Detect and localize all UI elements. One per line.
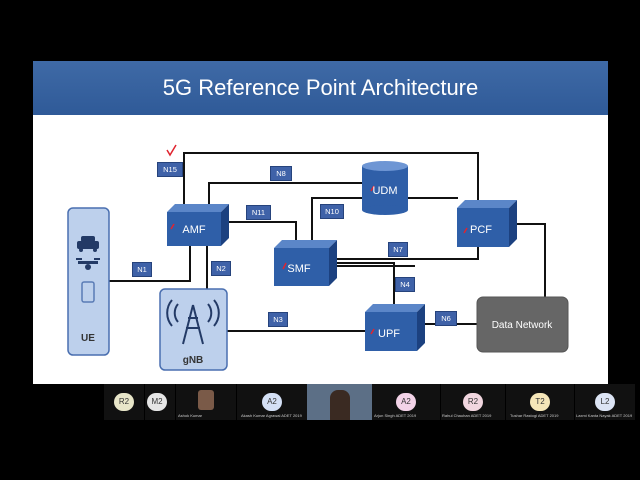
gnb-label: gNB <box>183 355 204 366</box>
smf-label: SMF <box>287 263 311 275</box>
drone-icon <box>76 258 100 270</box>
participant-tile[interactable]: R2 <box>104 384 144 420</box>
pcf-node <box>457 200 517 247</box>
annotation-marks <box>166 144 468 335</box>
upf-node <box>365 304 425 351</box>
participant-initials: A2 <box>396 393 416 411</box>
data-network-label: Data Network <box>492 320 554 331</box>
participant-name: Rahul Chauhan ADET 2019 <box>442 413 492 418</box>
n15-link <box>183 152 479 205</box>
pcf-label: PCF <box>470 224 492 236</box>
ue-label: UE <box>81 333 95 344</box>
participant-initials: R2 <box>463 393 483 411</box>
udm-label: UDM <box>372 185 397 197</box>
n11-link <box>228 221 297 240</box>
data-network-box <box>476 296 569 353</box>
participant-strip: R2 M2 Ashok Kumar A2 Akash Kumar Agrawal… <box>0 384 640 420</box>
participant-video-tile[interactable] <box>307 384 372 420</box>
participant-tile[interactable]: A2 Akash Kumar Agrawal ADET 2019 <box>237 384 307 420</box>
participant-initials: A2 <box>262 393 282 411</box>
n1-link <box>108 238 191 282</box>
n11-label: N11 <box>246 205 271 220</box>
participant-tile[interactable]: T2 Tushar Rastogi ADET 2019 <box>506 384 574 420</box>
participant-tile[interactable]: M2 <box>145 384 175 420</box>
slide-title: 5G Reference Point Architecture <box>162 75 479 100</box>
participant-tile[interactable]: Ashok Kumar <box>176 384 236 420</box>
n2-label: N2 <box>211 261 231 276</box>
participant-name: Ashok Kumar <box>178 413 203 418</box>
n4-label: N4 <box>395 277 415 292</box>
participant-name: Akash Kumar Agrawal ADET 2019 <box>241 413 302 418</box>
n4-link <box>335 262 395 305</box>
participant-tile[interactable]: R2 Rahul Chauhan ADET 2019 <box>441 384 505 420</box>
pcf-dn-link <box>515 223 546 297</box>
slide-title-bar <box>33 61 608 115</box>
participant-initials: T2 <box>530 393 550 411</box>
n8-label: N8 <box>270 166 292 181</box>
checkmark-icon <box>166 144 177 157</box>
n3-label: N3 <box>268 312 288 327</box>
participant-tile[interactable]: L2 Laxmi Kanta Nayak ADET 2019 <box>575 384 635 420</box>
participant-name: Tushar Rastogi ADET 2019 <box>510 413 559 418</box>
participant-initials: M2 <box>147 393 167 411</box>
connection-lines <box>108 152 546 332</box>
phone-icon <box>81 281 95 303</box>
participant-avatar <box>198 390 214 410</box>
upf-label: UPF <box>378 328 400 340</box>
n7-label: N7 <box>388 242 408 257</box>
participant-name: Laxmi Kanta Nayak ADET 2019 <box>576 413 633 418</box>
tower-icon <box>166 299 220 345</box>
n10-link <box>311 197 362 240</box>
participant-name: Arjun Singh ADET 2019 <box>374 413 417 418</box>
car-icon <box>77 236 99 252</box>
n8-link <box>208 182 364 204</box>
participant-video <box>330 390 350 420</box>
n6-label: N6 <box>435 311 457 326</box>
udm-node <box>362 161 408 215</box>
participant-initials: R2 <box>114 393 134 411</box>
amf-label: AMF <box>182 224 206 236</box>
n1-label: N1 <box>132 262 152 277</box>
n10-label: N10 <box>320 204 344 219</box>
amf-node <box>167 204 229 246</box>
participant-tile[interactable]: A2 Arjun Singh ADET 2019 <box>372 384 440 420</box>
participant-initials: L2 <box>595 393 615 411</box>
n15-label: N15 <box>157 162 183 177</box>
n7-link <box>335 246 479 260</box>
